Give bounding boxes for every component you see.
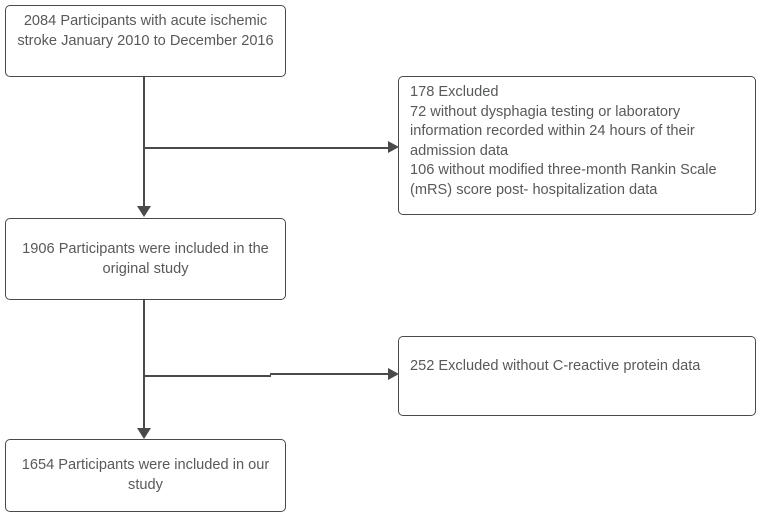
arrowhead-down-to-original-study <box>137 206 151 217</box>
node-final-study-label: 1654 Participants were included in our s… <box>21 457 270 493</box>
connector-original-to-final-line <box>143 300 145 430</box>
node-enrolled-participants-label: 2084 Participants with acute ischemic st… <box>17 13 274 49</box>
arrowhead-down-to-final-study <box>137 428 151 439</box>
node-original-study: 1906 Participants were included in the o… <box>5 218 286 300</box>
connector-branch-to-second-exclusion-segment-a <box>143 375 271 377</box>
node-final-study: 1654 Participants were included in our s… <box>5 439 286 512</box>
node-enrolled-participants: 2084 Participants with acute ischemic st… <box>5 5 286 77</box>
connector-branch-to-second-exclusion-segment-b <box>270 373 391 375</box>
connector-enrolled-to-original-line <box>143 77 145 208</box>
arrowhead-right-to-first-exclusion <box>388 141 399 153</box>
connector-branch-to-first-exclusion-line <box>143 147 391 149</box>
node-second-exclusion: 252 Excluded without C-reactive protein … <box>398 336 756 416</box>
arrowhead-right-to-second-exclusion <box>388 368 399 380</box>
node-original-study-label: 1906 Participants were included in the o… <box>22 241 269 277</box>
node-second-exclusion-label: 252 Excluded without C-reactive protein … <box>410 358 701 374</box>
